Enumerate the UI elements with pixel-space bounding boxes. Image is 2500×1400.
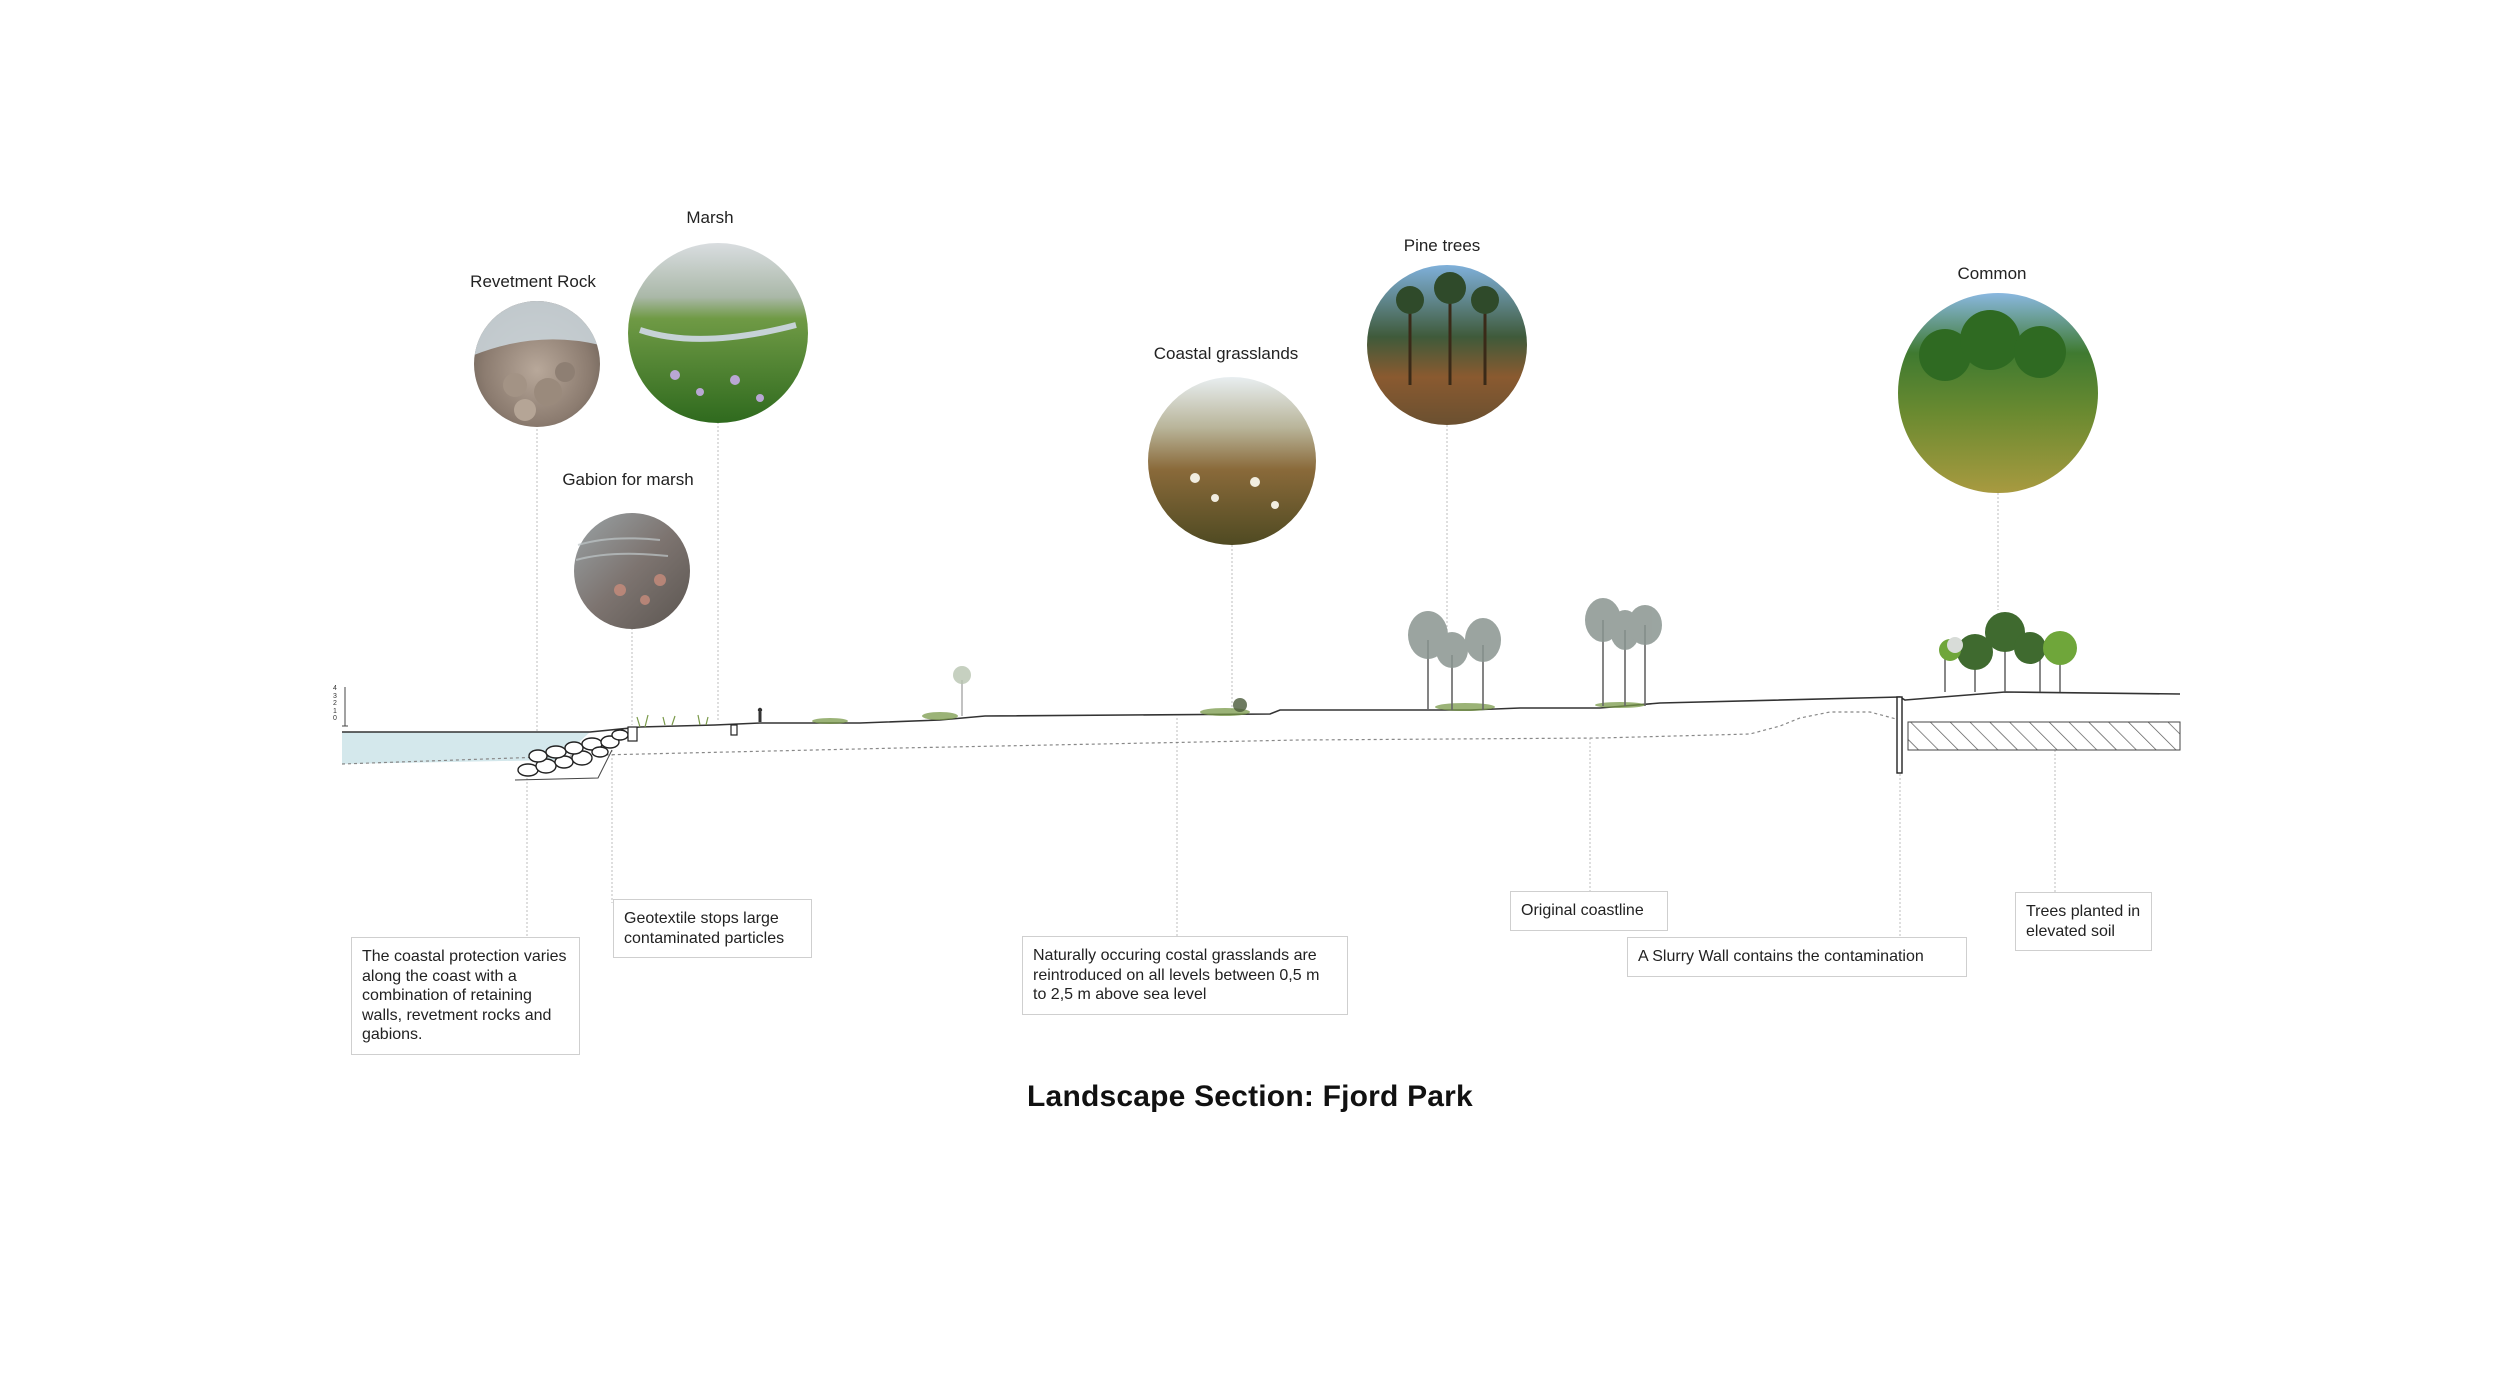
height-scale — [342, 687, 348, 727]
tick-0: 0 — [333, 715, 337, 722]
original-coastline — [341, 711, 1901, 765]
common-photo — [1898, 293, 2098, 493]
marsh-photo — [628, 243, 808, 423]
tick-2: 2 — [333, 700, 337, 707]
revetment-rock-label: Revetment Rock — [470, 272, 596, 291]
marsh-vegetation — [636, 714, 709, 728]
height-scale-labels: 4 3 2 1 0 — [333, 685, 337, 723]
coastal-protection-note: The coastal protection varies along the … — [351, 937, 580, 1055]
trees-planted-note: Trees planted in elevated soil — [2015, 892, 2152, 951]
person-silhouette — [757, 707, 763, 722]
small-shrub — [953, 666, 1247, 716]
revetment-rock-photo — [474, 300, 600, 427]
geotextile-line — [514, 749, 613, 781]
gabion-box — [627, 726, 638, 742]
elevated-soil — [1907, 721, 2181, 751]
ground-profile — [342, 691, 2181, 733]
tick-3: 3 — [333, 692, 337, 700]
retaining-wall — [730, 724, 738, 736]
gabion-label: Gabion for marsh — [562, 470, 694, 489]
gabion-photo — [574, 513, 690, 629]
leader-lines — [526, 422, 2056, 940]
pine-trees-label: Pine trees — [1403, 236, 1481, 255]
coastal-grasslands-label: Coastal grasslands — [1153, 344, 1299, 363]
pine-trees-photo — [1367, 265, 1527, 425]
slurry-wall — [1896, 696, 1903, 774]
geotextile-note: Geotextile stops large contaminated part… — [613, 899, 812, 958]
tick-1: 1 — [333, 707, 337, 715]
grasslands-note: Naturally occuring costal grasslands are… — [1022, 936, 1348, 1015]
section-title: Landscape Section: Fjord Park — [1027, 1080, 1473, 1113]
coastal-grasslands-photo — [1148, 377, 1316, 545]
original-coastline-note: Original coastline — [1510, 891, 1668, 931]
pine-tree-cluster — [1408, 598, 1662, 710]
revetment-rocks — [517, 729, 629, 777]
slurry-wall-note: A Slurry Wall contains the contamination — [1627, 937, 1967, 977]
tick-4: 4 — [333, 685, 337, 692]
planted-trees — [1939, 612, 2077, 692]
common-label: Common — [1957, 264, 2027, 283]
marsh-label: Marsh — [686, 208, 734, 227]
water-body — [342, 732, 590, 764]
